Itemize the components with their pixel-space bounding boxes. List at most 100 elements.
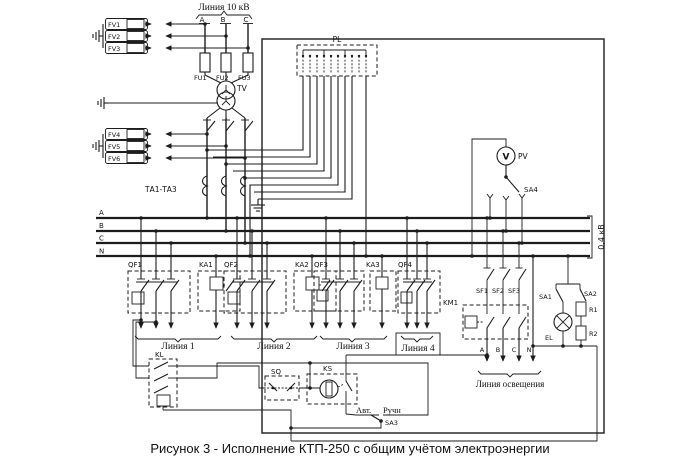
- qf1-label: QF1: [128, 261, 142, 269]
- incoming-line-10kv: Линия 10 кВ A B C: [195, 3, 253, 53]
- ta-label: ТА1-ТА3: [144, 185, 177, 194]
- current-transformers-ta: ТА1-ТА3: [144, 175, 247, 197]
- incoming-title: Линия 10 кВ: [198, 3, 249, 13]
- incoming-brace: [195, 10, 253, 20]
- r1-resistor-icon: [575, 301, 587, 317]
- fu1-label: FU1: [194, 74, 207, 82]
- ka1-label: KA1: [199, 261, 213, 269]
- sa4-label: SA4: [524, 186, 538, 194]
- sa4-switch-icon: [505, 176, 520, 193]
- fv5-label: FV5: [108, 143, 120, 151]
- kl-label: KL: [155, 351, 164, 359]
- arresters-fv1-fv3: FV1 FV2 FV3: [92, 18, 248, 54]
- fu3-label: FU3: [238, 74, 251, 82]
- ks-sensor-icon: [319, 379, 339, 399]
- busbars: A B C N 0,4 кВ: [96, 209, 606, 259]
- pv-label: PV: [518, 152, 529, 161]
- lighting-feeder: SF1 SF2 SF3 KM1 A B C N Линия освещения: [443, 218, 544, 389]
- qf2-breaker: [223, 270, 287, 314]
- feeder-2: QF2 KA2 Линия 2: [223, 218, 337, 352]
- r2-label: R2: [589, 330, 598, 338]
- line4-brace: [400, 335, 434, 343]
- qf1-breaker: [127, 270, 191, 314]
- r1-label: R1: [589, 306, 598, 314]
- figure-caption: Рисунок 3 - Исполнение КТП-250 с общим у…: [150, 441, 549, 456]
- sf1-label: SF1: [476, 287, 488, 295]
- sa1-label: SA1: [539, 293, 552, 301]
- sa3-switch-icon: [370, 414, 382, 422]
- line4-label: Линия 4: [401, 344, 434, 354]
- light-a-label: A: [480, 346, 485, 354]
- line2-label: Линия 2: [257, 342, 290, 352]
- phase-c-label: C: [244, 16, 249, 24]
- voltmeter-circuit: V PV SA4: [471, 138, 538, 256]
- bus-n-label: N: [99, 248, 104, 256]
- sf2-label: SF2: [492, 287, 504, 295]
- arresters-fv4-fv6: FV4 FV5 FV6: [92, 128, 245, 164]
- line3-brace: [319, 335, 388, 343]
- ks-label: KS: [323, 365, 333, 373]
- pl-label: PL: [333, 35, 343, 44]
- bus-a-label: A: [99, 209, 104, 217]
- fu1-fuse-icon: [199, 52, 211, 73]
- fv6-arrester-icon: [126, 153, 145, 163]
- fv5-arrester-icon: [126, 141, 145, 151]
- lamp-heater-circuit: SA1 EL SA2 R1 R2: [533, 256, 598, 347]
- km1-contactor: [462, 304, 529, 340]
- feeder-4: QF4 Линия 4: [395, 218, 441, 356]
- sf3-label: SF3: [508, 287, 520, 295]
- star-point-ground-icon: [251, 199, 265, 212]
- pl-terminals: [302, 56, 367, 73]
- auto-label: Авт.: [356, 405, 371, 415]
- sa2-switch-icon: [579, 288, 587, 302]
- fu3-fuse-icon: [242, 52, 254, 73]
- light-c-label: C: [512, 346, 517, 354]
- qf2-label: QF2: [224, 261, 238, 269]
- transformer-tv: TV: [97, 80, 254, 243]
- fv2-arrester-icon: [126, 31, 145, 41]
- fv3-arrester-icon: [126, 43, 145, 53]
- phase-b-label: B: [221, 16, 226, 24]
- kl-relay: [148, 358, 178, 408]
- energy-meter-pl: PL: [207, 35, 378, 256]
- el-label: EL: [545, 334, 553, 342]
- fv3-label: FV3: [108, 45, 120, 53]
- sa3-label: SA3: [385, 419, 398, 427]
- junction-dots: [139, 22, 583, 430]
- fv4-label: FV4: [108, 131, 120, 139]
- qf3-breaker: [313, 270, 365, 312]
- r2-resistor-icon: [575, 325, 587, 341]
- fv1-arrester-icon: [126, 19, 145, 29]
- fv6-label: FV6: [108, 155, 120, 163]
- ground-icon: [92, 30, 100, 42]
- manual-label: Ручн: [383, 405, 401, 415]
- qf3-label: QF3: [314, 261, 328, 269]
- cabinet-outline: [261, 38, 605, 434]
- sa2-label: SA2: [584, 290, 597, 298]
- sa1-switch-icon: [555, 288, 564, 303]
- lighting-line-label: Линия освещения: [476, 379, 545, 389]
- km1-label: KM1: [443, 299, 458, 307]
- ka1-relay: [197, 270, 241, 312]
- qf4-breaker: [397, 270, 441, 314]
- fu2-label: FU2: [216, 74, 229, 82]
- ka3-label: KA3: [366, 261, 380, 269]
- fu2-fuse-icon: [220, 52, 232, 73]
- feeder-1: QF1 KA1 Линия 1: [127, 218, 241, 352]
- feeder-3: QF3 KA3 Линия 3: [313, 218, 397, 352]
- tv-label: TV: [236, 84, 248, 93]
- ground-icon: [92, 140, 100, 152]
- ground-icon: [97, 97, 108, 109]
- light-b-label: B: [496, 346, 500, 354]
- phase-a-label: A: [200, 16, 205, 24]
- sq-label: SQ: [271, 368, 281, 376]
- fv1-label: FV1: [108, 21, 120, 29]
- control-circuit: KL SQ KS Авт. Ручн SA3: [132, 319, 598, 442]
- bus-c-label: C: [99, 235, 104, 243]
- line3-label: Линия 3: [336, 342, 369, 352]
- lighting-brace: [477, 370, 542, 378]
- fv2-label: FV2: [108, 33, 120, 41]
- bus-b-label: B: [99, 222, 104, 230]
